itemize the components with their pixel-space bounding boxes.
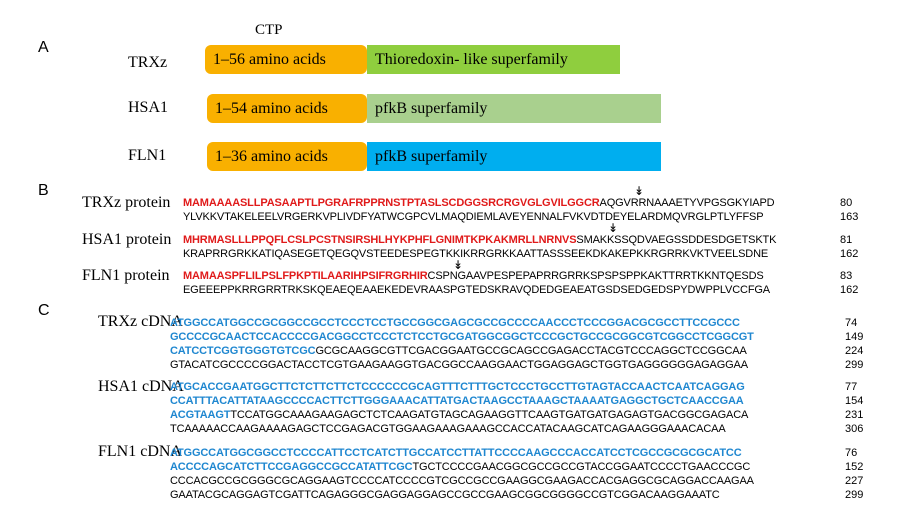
trxz-protein-seq-line1: MAMAAAASLLPASAAPTLPGRAFRPPRNSTPTASLSCDGG…	[183, 196, 775, 210]
hsa1-cdna-num4: 306	[845, 423, 864, 435]
hsa1-cdna-line3: ACGTAAGTTCCATGGCAAAGAAGAGCTCTCAAGATGTAGC…	[170, 408, 748, 422]
hsa1-cdna-num2: 154	[845, 395, 864, 407]
fln1-protein-label: FLN1 protein	[82, 267, 170, 284]
hsa1-mature-seq: SMAKKSSQDVAEGSSDDESDGETSKTK	[576, 234, 777, 246]
hsa1-protein-seq-line1: MHRMASLLLPPQFLCSLPCSTNSIRSHLHYKPHFLGNIMT…	[183, 233, 776, 247]
fln1-mature-seq: CSPNGAAVPESPEPAPRRGRRKSPSPSPPKAKTTRRTKKN…	[427, 270, 764, 282]
fln1-ctp-text: 1–36 amino acids	[215, 148, 328, 165]
panel-b-label: B	[38, 182, 49, 199]
trxz-domain-bar: Thioredoxin- like superfamily	[367, 45, 620, 74]
fln1-cdna-line4: GAATACGCAGGAGTCGATTCAGAGGGCGAGGAGGAGCCGC…	[170, 488, 720, 502]
trxz-cdna-transit-region: ATGGCCATGGCCGCGGCCGCCTCCCTCCTGCCGGCGAGCG…	[170, 317, 740, 329]
fln1-domain-text: pfkB superfamily	[375, 148, 488, 165]
trxz-mature-seq: AQGVRRNAAAETYVPGSGKYIAPD	[599, 197, 775, 209]
fln1-ctp-bar: 1–36 amino acids	[207, 142, 367, 171]
trxz-cdna-transit-region: CATCCTCGGTGGGTGTCGC	[170, 345, 316, 357]
hsa1-protein-seq-line2: KRAPRRGRKKATIQASEGETQEGQVSTEEDESPEGTKKIK…	[183, 248, 769, 260]
hsa1-cdna-transit-region: ATGCACCGAATGGCTTCTCTTCTTCTCCCCCCGCAGTTTC…	[170, 381, 745, 393]
trxz-cdna-transit-region: GCCCCGCAACTCCACCCCGACGGCCTCCCTCTCCTGCGAT…	[170, 331, 754, 343]
trxz-cdna-num4: 299	[845, 359, 864, 371]
trxz-cdna-line3: CATCCTCGGTGGGTGTCGCGCGCAAGGCGTTCGACGGAAT…	[170, 344, 747, 358]
trxz-cdna-line4: GTACATCGCCCCGGACTACCTCGTGAAGAAGGTGACGGCC…	[170, 358, 748, 372]
trxz-cdna-mature-region: GCGCAAGGCGTTCGACGGAATGCCGCAGCCGAGACCTACG…	[315, 345, 747, 357]
fln1-cdna-mature-region: TGCTCCCCGAACGGCGCCGCCGTACCGGAATCCCCTGAAC…	[412, 461, 751, 473]
trxz-ctp-bar: 1–56 amino acids	[205, 45, 367, 74]
trxz-protein-num1: 80	[840, 197, 853, 209]
fln1-cdna-num2: 152	[845, 461, 864, 473]
hsa1-ctp-bar: 1–54 amino acids	[207, 94, 367, 123]
hsa1-cdna-line1: ATGCACCGAATGGCTTCTCTTCTTCTCCCCCCGCAGTTTC…	[170, 380, 745, 394]
fln1-transit-peptide: MAMAASPFLILPSLFPKPTILAARIHPSIFRGRHIR	[183, 270, 428, 282]
hsa1-protein-num2: 162	[840, 248, 859, 260]
hsa1-ctp-text: 1–54 amino acids	[215, 100, 328, 117]
fln1-protein-seq-line2: EGEEEPPKRRGRRTRKSKQEAEQEAAEKEDEVRAASPGTE…	[183, 284, 770, 296]
cleavage-arrow-icon: ↡	[634, 184, 645, 198]
hsa1-cdna-label: HSA1 cDNA	[98, 378, 184, 395]
trxz-protein-num2: 163	[840, 211, 859, 223]
trxz-cdna-num1: 74	[845, 317, 858, 329]
trxz-cdna-line1: ATGGCCATGGCCGCGGCCGCCTCCCTCCTGCCGGCGAGCG…	[170, 316, 740, 330]
fln1-cdna-transit-region: ATGGCCATGGCGGCCTCCCCATTCCTCATCTTGCCATCCT…	[170, 447, 742, 459]
hsa1-cdna-transit-region: ACGTAAGT	[170, 409, 231, 421]
trxz-cdna-num3: 224	[845, 345, 864, 357]
fln1-domain-bar: pfkB superfamily	[367, 142, 661, 171]
trxz-domain-text: Thioredoxin- like superfamily	[375, 51, 568, 68]
fln1-cdna-line2: ACCCCAGCATCTTCCGAGGCCGCCATATTCGCTGCTCCCC…	[170, 460, 750, 474]
fln1-protein-seq-line1: MAMAASPFLILPSLFPKPTILAARIHPSIFRGRHIRCSPN…	[183, 269, 764, 283]
hsa1-cdna-line2: CCATTTACATTATAAGCCCCACTTCTTGGGAAACATTATG…	[170, 394, 744, 408]
hsa1-domain-bar: pfkB superfamily	[367, 94, 661, 123]
fln1-cdna-line3: CCCACGCCGCGGGCGCAGGAAGTCCCCATCCCCGTCGCCG…	[170, 474, 754, 488]
hsa1-cdna-mature-region: TCCATGGCAAAGAAGAGCTCTCAAGATGTAGCAGAAGGTT…	[230, 409, 749, 421]
hsa1-cdna-mature-region: TCAAAAACCAAGAAAAGAGCTCCGAGACGTGGAAGAAAGA…	[170, 423, 726, 435]
hsa1-cdna-num3: 231	[845, 409, 864, 421]
fln1-cdna-mature-region: CCCACGCCGCGGGCGCAGGAAGTCCCCATCCCCGTCGCCG…	[170, 475, 754, 487]
hsa1-domain-text: pfkB superfamily	[375, 100, 488, 117]
fln1-cdna-transit-region: ACCCCAGCATCTTCCGAGGCCGCCATATTCGC	[170, 461, 413, 473]
cleavage-arrow-icon: ↡	[608, 221, 619, 235]
fln1-cdna-num3: 227	[845, 475, 864, 487]
trxz-cdna-label: TRXz cDNA	[98, 313, 183, 330]
fln1-protein-num1: 83	[840, 270, 853, 282]
trxz-cdna-mature-region: GTACATCGCCCCGGACTACCTCGTGAAGAAGGTGACGGCC…	[170, 359, 748, 371]
trxz-cdna-line2: GCCCCGCAACTCCACCCCGACGGCCTCCCTCTCCTGCGAT…	[170, 330, 754, 344]
hsa1-cdna-line4: TCAAAAACCAAGAAAAGAGCTCCGAGACGTGGAAGAAAGA…	[170, 422, 726, 436]
hsa1-protein-label: HSA1 protein	[82, 231, 172, 248]
fln1-cdna-label: FLN1 cDNA	[98, 443, 182, 460]
hsa1-label: HSA1	[128, 99, 169, 116]
hsa1-transit-peptide: MHRMASLLLPPQFLCSLPCSTNSIRSHLHYKPHFLGNIMT…	[183, 234, 577, 246]
panel-a-label: A	[38, 39, 49, 56]
ctp-header: CTP	[255, 22, 283, 38]
trxz-protein-label: TRXz protein	[82, 194, 171, 211]
fln1-label: FLN1	[128, 147, 167, 164]
fln1-cdna-num1: 76	[845, 447, 858, 459]
hsa1-cdna-num1: 77	[845, 381, 858, 393]
fln1-cdna-line1: ATGGCCATGGCGGCCTCCCCATTCCTCATCTTGCCATCCT…	[170, 446, 742, 460]
fln1-cdna-num4: 299	[845, 489, 864, 501]
cleavage-arrow-icon: ↡	[453, 258, 464, 272]
trxz-transit-peptide: MAMAAAASLLPASAAPTLPGRAFRPPRNSTPTASLSCDGG…	[183, 197, 600, 209]
fln1-protein-num2: 162	[840, 284, 859, 296]
panel-c-label: C	[38, 302, 50, 319]
trxz-ctp-text: 1–56 amino acids	[213, 51, 326, 68]
trxz-label: TRXz	[128, 54, 168, 71]
trxz-cdna-num2: 149	[845, 331, 864, 343]
trxz-protein-seq-line2: YLVKKVTAKELEELVRGERKVPLIVDFYATWCGPCVLMAQ…	[183, 211, 764, 223]
fln1-cdna-mature-region: GAATACGCAGGAGTCGATTCAGAGGGCGAGGAGGAGCCGC…	[170, 489, 720, 501]
hsa1-protein-num1: 81	[840, 234, 853, 246]
hsa1-cdna-transit-region: CCATTTACATTATAAGCCCCACTTCTTGGGAAACATTATG…	[170, 395, 744, 407]
